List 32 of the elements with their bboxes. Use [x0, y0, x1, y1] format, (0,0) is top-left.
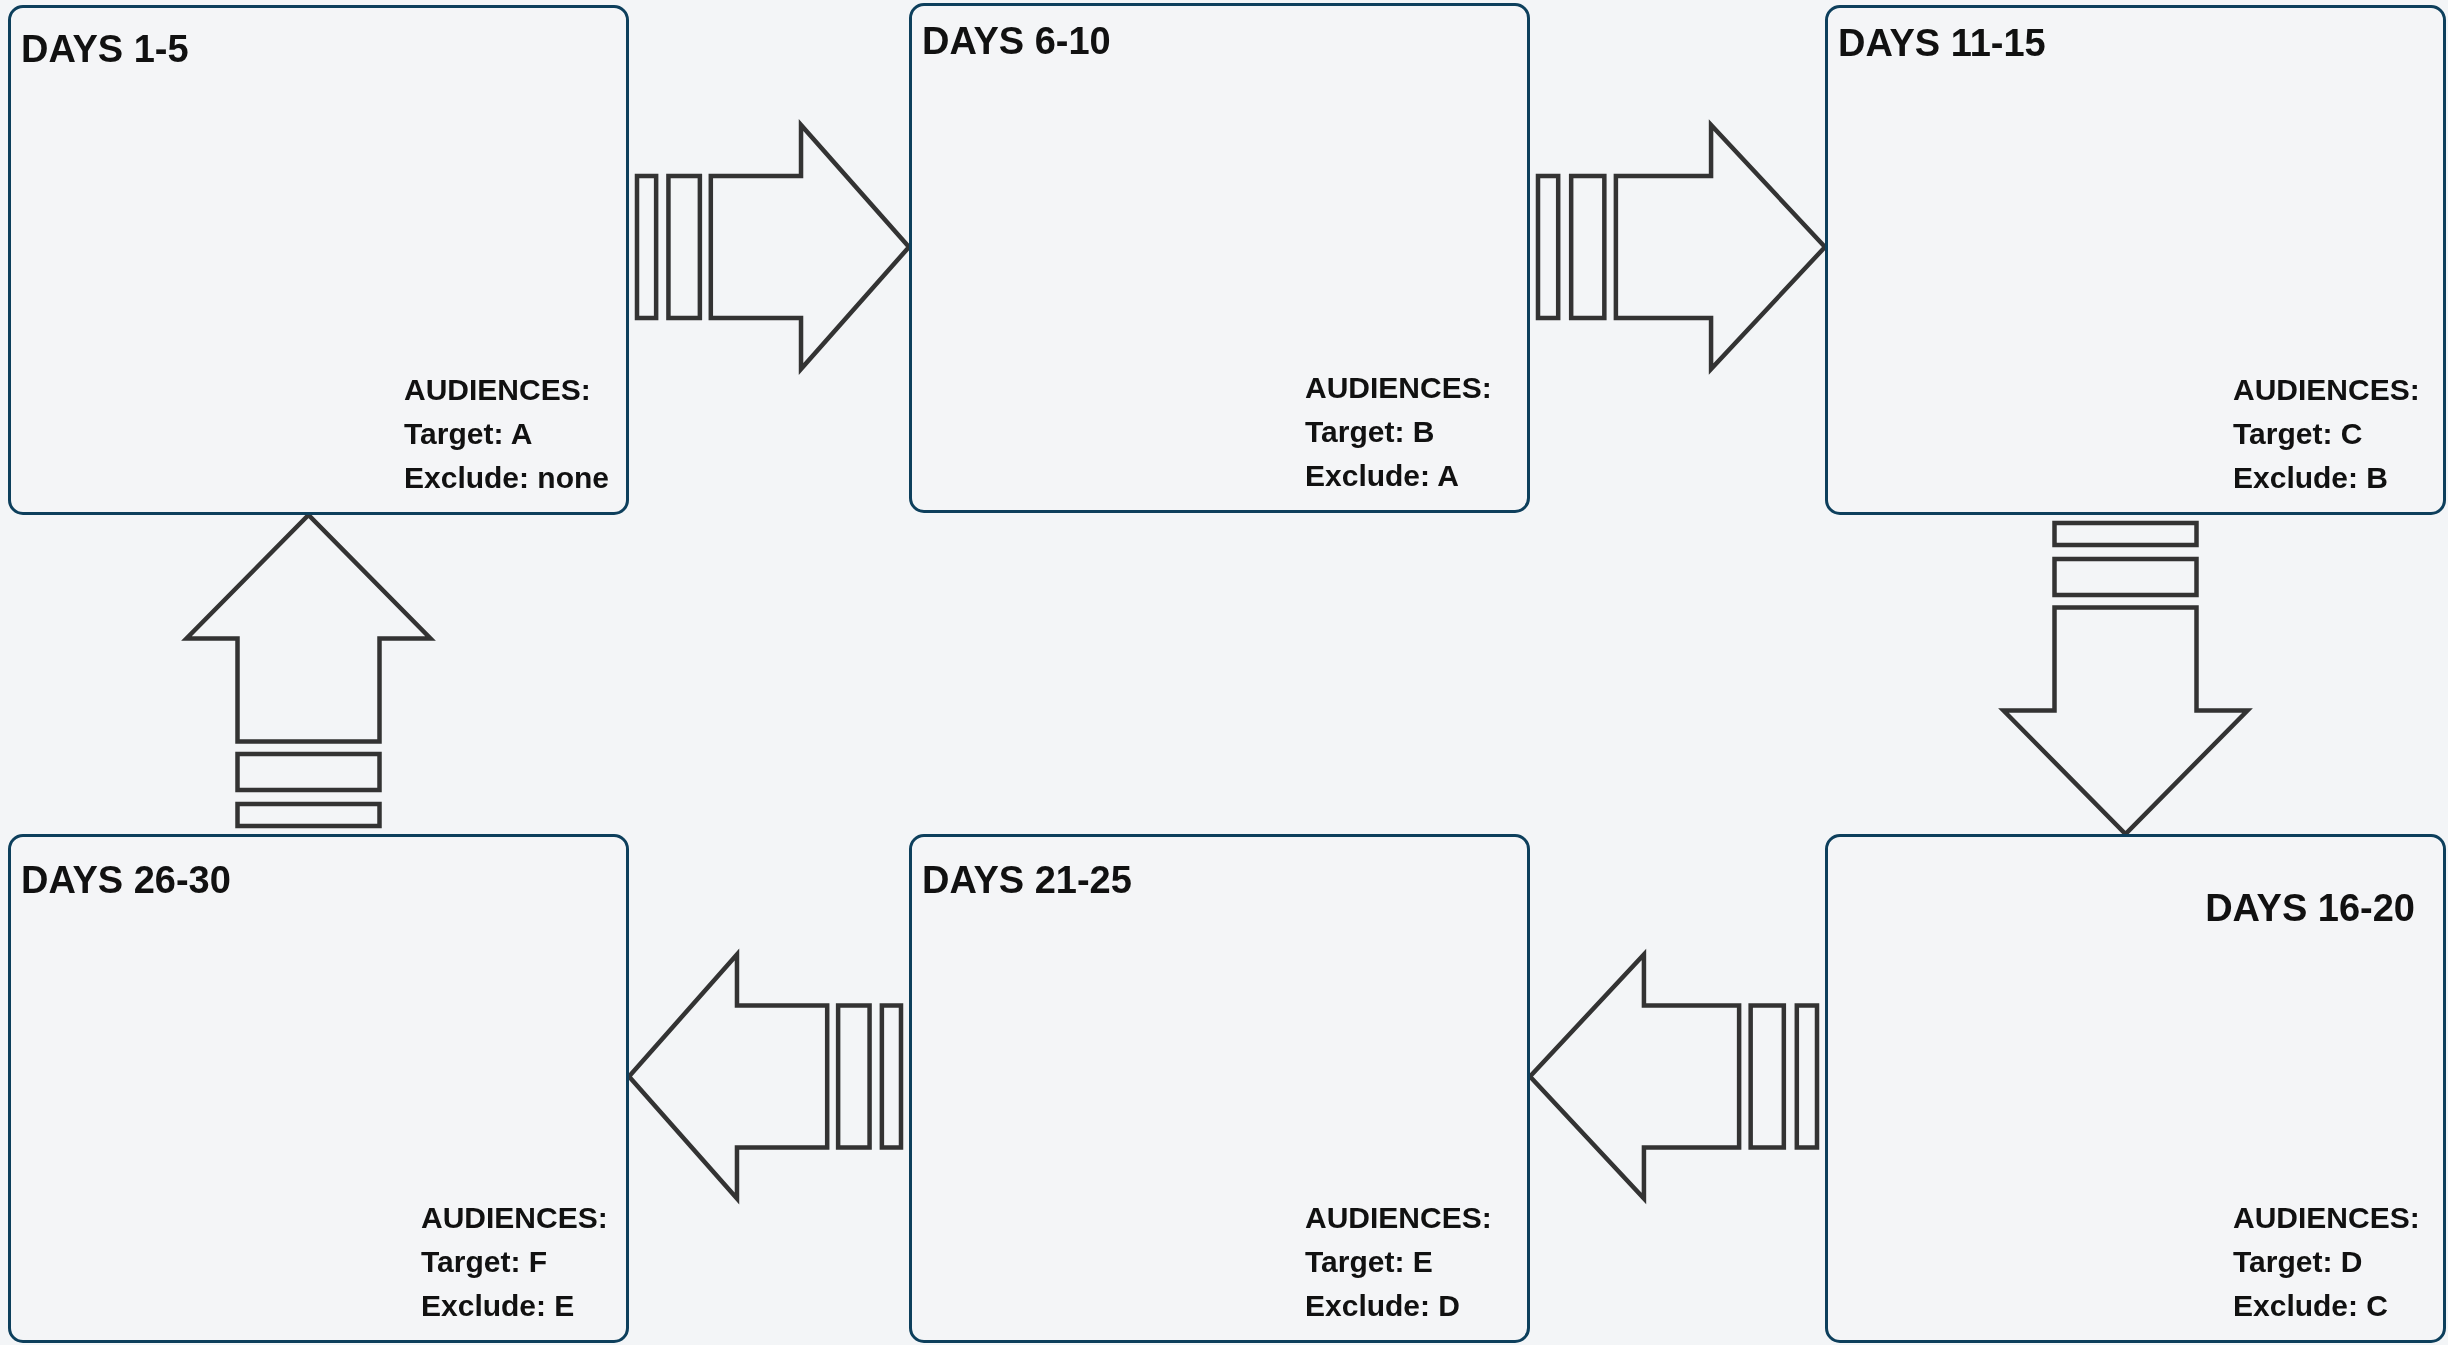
stage-title: DAYS 21-25 — [922, 859, 1132, 902]
audience-text: Target: B — [1305, 414, 1436, 450]
audience-text: Exclude: B — [2233, 460, 2390, 496]
audience-text: Target: E — [1305, 1244, 1434, 1280]
block-arrow — [626, 948, 904, 1205]
stage-box — [909, 3, 1530, 513]
audience-text: AUDIENCES: — [1305, 370, 1492, 406]
audience-text: Exclude: none — [404, 460, 610, 496]
audience-text: Target: C — [2233, 416, 2364, 452]
audience-text: AUDIENCES: — [2233, 372, 2420, 408]
audience-text: Exclude: E — [421, 1288, 576, 1324]
audience-text: AUDIENCES: — [2233, 1200, 2420, 1236]
audience-text: Exclude: D — [1305, 1288, 1462, 1324]
stage-box — [8, 5, 629, 515]
stage-title: DAYS 11-15 — [1838, 22, 2046, 65]
stage-title: DAYS 1-5 — [21, 28, 189, 71]
audience-text: Target: F — [421, 1244, 549, 1280]
stage-box — [1825, 5, 2446, 515]
audience-text: Target: D — [2233, 1244, 2364, 1280]
block-arrow — [634, 119, 912, 375]
audience-text: Exclude: A — [1305, 458, 1460, 494]
audience-text: Exclude: C — [2233, 1288, 2390, 1324]
stage-title: DAYS 6-10 — [922, 20, 1111, 63]
audience-text: AUDIENCES: — [421, 1200, 608, 1236]
stage-box — [909, 834, 1530, 1343]
stage-box — [8, 834, 629, 1343]
audience-text: AUDIENCES: — [404, 372, 592, 408]
audience-text: Target: A — [404, 416, 534, 452]
audience-text: AUDIENCES: — [1305, 1200, 1492, 1236]
stage-title: DAYS 26-30 — [21, 859, 231, 902]
stage-title: DAYS 16-20 — [2205, 887, 2415, 930]
stage-box — [1825, 834, 2446, 1343]
